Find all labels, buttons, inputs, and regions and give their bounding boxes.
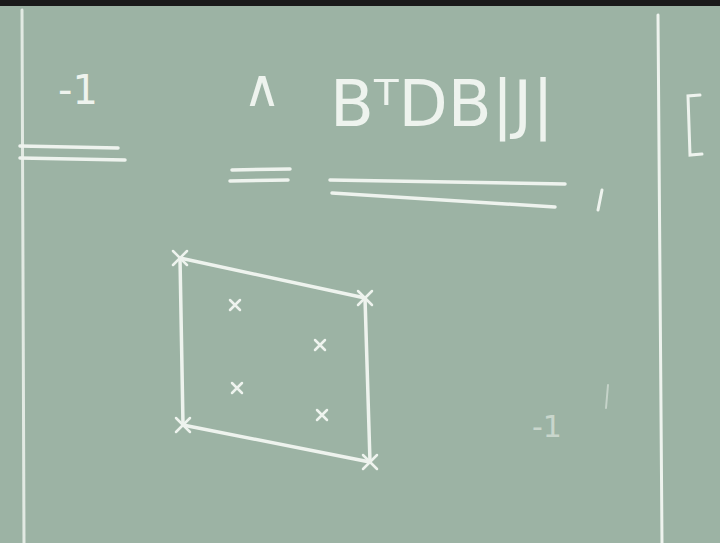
integrand-symbol: ∧	[243, 62, 281, 114]
bracket	[688, 95, 702, 155]
underline	[20, 158, 125, 160]
underline	[230, 180, 288, 181]
chalk-strokes	[20, 10, 702, 543]
underline	[232, 169, 290, 170]
element-quad	[180, 258, 370, 462]
board-line	[22, 10, 24, 543]
limit-label: -1	[58, 70, 98, 110]
underline	[332, 193, 555, 207]
underline	[330, 180, 565, 184]
limit-label: -1	[532, 412, 562, 442]
underline	[20, 146, 118, 148]
integrand-expression: BᵀDB|J|	[330, 72, 554, 136]
gauss-points	[173, 251, 377, 469]
comma-mark	[598, 190, 602, 210]
board-line	[658, 15, 662, 543]
faint-mark	[606, 385, 608, 408]
board-top-edge	[0, 0, 720, 6]
